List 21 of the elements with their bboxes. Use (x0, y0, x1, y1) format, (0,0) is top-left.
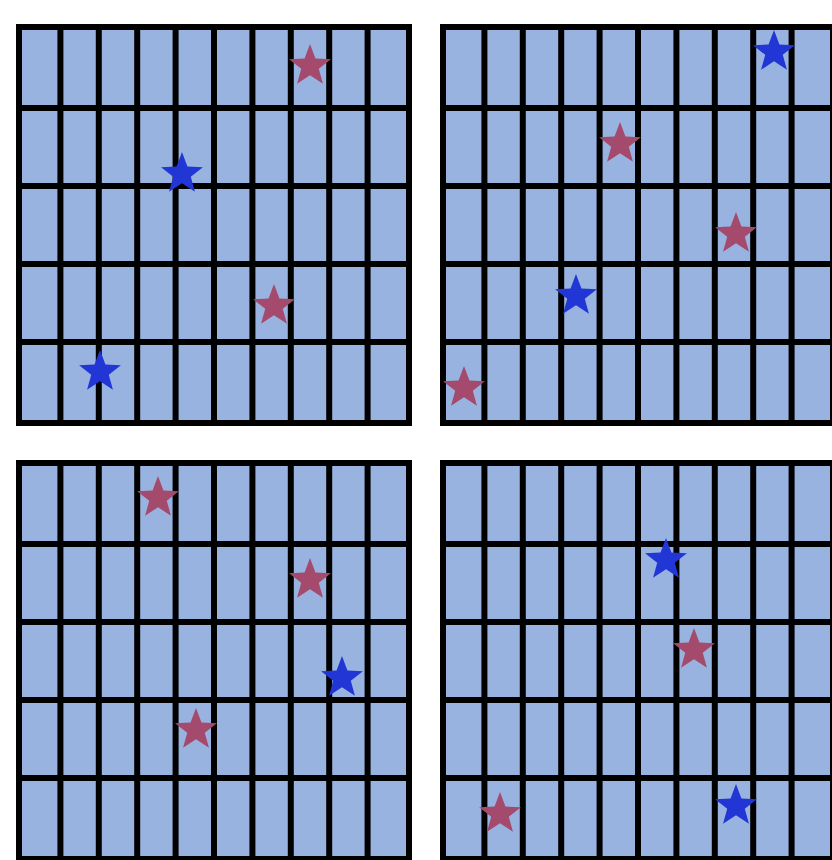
star-icon (160, 150, 204, 194)
star-icon (714, 782, 758, 826)
star-icon (554, 272, 598, 316)
star-icon (672, 626, 716, 670)
star-icon (644, 536, 688, 580)
grid-panel (16, 24, 412, 426)
grid-panel (16, 460, 412, 860)
star-icon (442, 364, 486, 408)
star-icon (288, 556, 332, 600)
star-icon (136, 474, 180, 518)
star-icon (288, 42, 332, 86)
star-icon (752, 28, 796, 72)
star-icon (78, 348, 122, 392)
grid-panel (440, 460, 832, 860)
star-icon (598, 120, 642, 164)
grid-panel (440, 24, 832, 426)
star-icon (174, 706, 218, 750)
star-icon (252, 282, 296, 326)
star-icon (320, 654, 364, 698)
star-icon (478, 790, 522, 834)
star-icon (714, 210, 758, 254)
